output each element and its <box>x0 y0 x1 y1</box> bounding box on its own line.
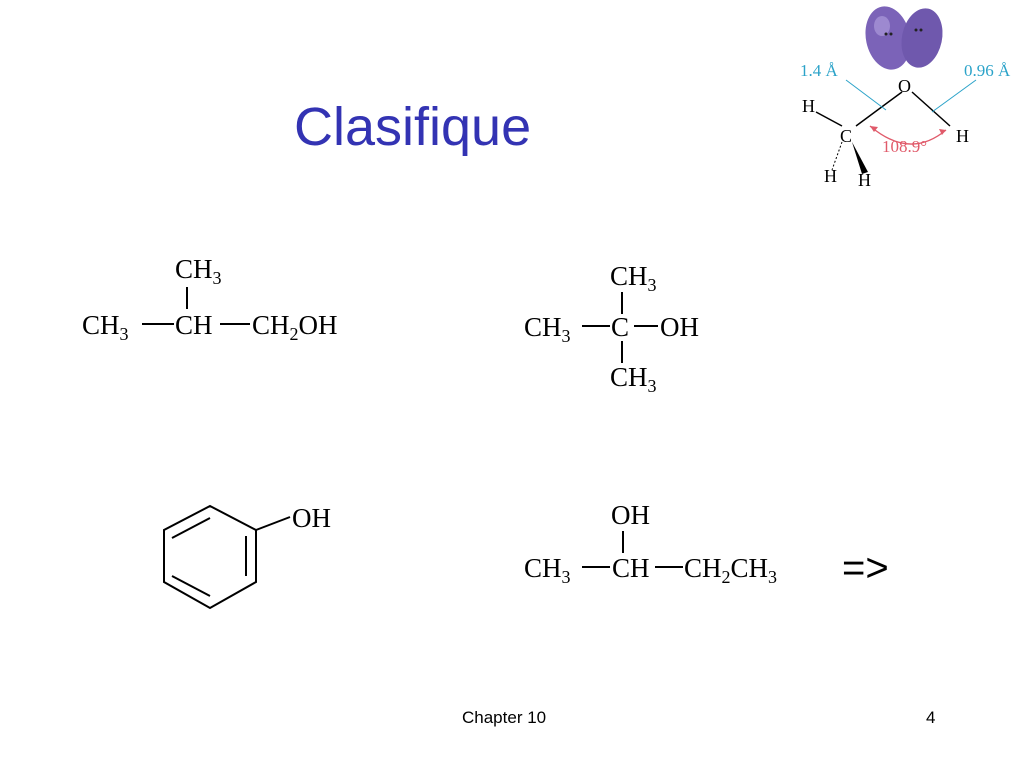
mol2-bond-left <box>582 325 610 327</box>
oxygen-label: O <box>898 76 911 96</box>
mol4-ethyl: CH2CH3 <box>684 553 778 587</box>
methanol-structure-diagram: O C H H H H 1.4 Å 0.96 Å 108.9° <box>800 6 1011 190</box>
mol4-left-methyl: CH3 <box>524 553 571 587</box>
mol1-bond-right <box>220 323 250 325</box>
mol2-left-methyl: CH3 <box>524 312 571 346</box>
lone-pair-orbital-right <box>901 8 943 68</box>
mol4-top-hydroxyl: OH <box>611 500 650 530</box>
mol2-hydroxyl: OH <box>660 312 699 342</box>
mol1-bond-left <box>142 323 174 325</box>
hydrogen-label-upper-left: H <box>802 96 815 116</box>
mol2-bond-right <box>634 325 658 327</box>
hydrogen-label-hydroxyl: H <box>956 126 969 146</box>
next-slide-arrow[interactable]: => <box>842 546 889 590</box>
mol4-bond-right <box>655 566 683 568</box>
mol3-hydroxyl: OH <box>292 503 331 533</box>
mol1-vertical-bond <box>186 287 188 309</box>
slide-number: 4 <box>926 708 936 727</box>
footer-chapter: Chapter 10 <box>462 708 547 727</box>
mol2-bottom-methyl: CH3 <box>610 362 657 396</box>
mol1-ch2oh: CH2OH <box>252 310 338 344</box>
mol4-vertical-bond <box>622 531 624 553</box>
mol1-top-methyl: CH3 <box>175 254 222 288</box>
mol2-vertical-bond-bottom <box>621 341 623 363</box>
hydrogen-label-bottom: H <box>858 170 871 190</box>
co-bond-length-label: 1.4 Å <box>800 61 839 80</box>
benzene-ring <box>163 504 291 610</box>
mol4-bond-left <box>582 566 610 568</box>
mol1-left-methyl: CH3 <box>82 310 129 344</box>
mol2-top-methyl: CH3 <box>610 261 657 295</box>
bond-angle-label: 108.9° <box>882 137 927 156</box>
mol4-center-ch: CH <box>612 553 650 583</box>
hydrogen-label-bottom-left: H <box>824 166 837 186</box>
mol2-vertical-bond-top <box>621 292 623 314</box>
slide-title: Clasifique <box>294 97 532 157</box>
mol1-center-ch: CH <box>175 310 213 340</box>
mol2-center-carbon: C <box>611 312 630 342</box>
oh-bond-length-label: 0.96 Å <box>964 61 1011 80</box>
carbon-label: C <box>840 126 852 146</box>
